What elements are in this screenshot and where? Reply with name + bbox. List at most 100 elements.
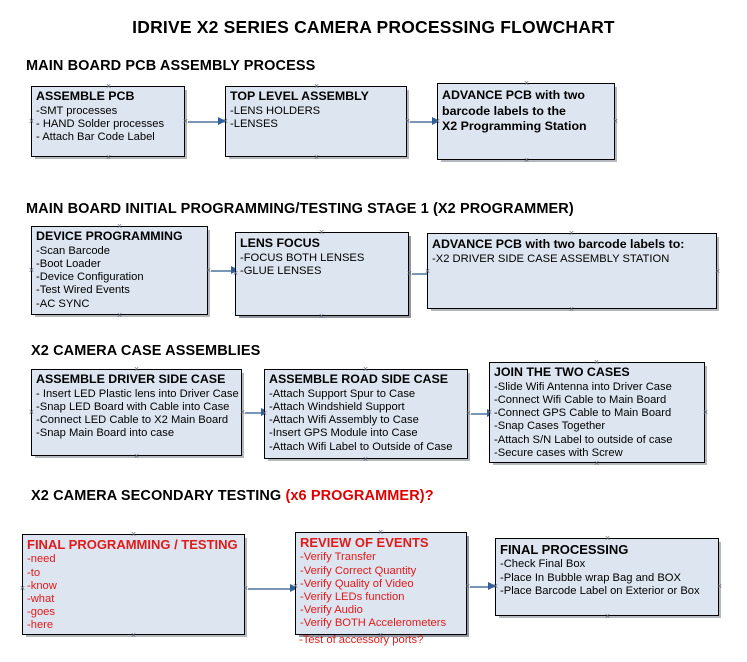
connector-handle[interactable]: [130, 531, 137, 538]
arrow-final-programming-to-review: [248, 584, 298, 593]
node-line: -Test Wired Events: [36, 284, 130, 297]
node-title: JOIN THE TWO CASES: [494, 365, 630, 379]
connector-handle[interactable]: [424, 268, 431, 275]
section-heading-note: (x6 PROGRAMMER)?: [285, 488, 434, 504]
node-review-of-events[interactable]: REVIEW OF EVENTS -Verify Transfer -Verif…: [295, 532, 467, 635]
node-title: TOP LEVEL ASSEMBLY: [230, 89, 369, 103]
node-line: -LENS HOLDERS: [230, 104, 321, 117]
connector-handle[interactable]: [28, 267, 35, 274]
connector-handle[interactable]: [133, 366, 140, 373]
connector-handle[interactable]: [486, 409, 493, 416]
connector-handle[interactable]: [313, 154, 320, 161]
node-line: -SMT processes: [36, 104, 118, 117]
node-title: ASSEMBLE DRIVER SIDE CASE: [36, 372, 226, 386]
connector-handle[interactable]: [19, 585, 26, 592]
connector-handle[interactable]: [568, 230, 575, 237]
connector-handle[interactable]: [362, 366, 369, 373]
connector-handle[interactable]: [714, 268, 721, 275]
node-final-programming-testing[interactable]: FINAL PROGRAMMING / TESTING -need -to -k…: [22, 534, 245, 635]
node-line: -Scan Barcode: [36, 244, 111, 257]
node-line: -LENSES: [230, 117, 278, 130]
connector-handle[interactable]: [222, 118, 229, 125]
node-line: -Verify Audio: [300, 604, 363, 617]
connector-handle[interactable]: [318, 229, 325, 236]
node-join-the-two-cases[interactable]: JOIN THE TWO CASES -Slide Wifi Antenna i…: [489, 362, 705, 463]
node-line: - HAND Solder processes: [36, 117, 165, 130]
node-line: -Verify BOTH Accelerometers: [300, 617, 447, 630]
connector-handle[interactable]: [105, 83, 112, 90]
section-heading-text: MAIN BOARD INITIAL PROGRAMMING/TESTING S…: [26, 201, 574, 217]
node-title: REVIEW OF EVENTS: [300, 535, 429, 550]
connector-handle[interactable]: [568, 306, 575, 313]
connector-handle[interactable]: [593, 460, 600, 467]
connector-handle[interactable]: [523, 157, 530, 164]
connector-handle[interactable]: [261, 410, 268, 417]
node-line: -X2 DRIVER SIDE CASE ASSEMBLY STATION: [432, 252, 670, 265]
connector-handle[interactable]: [593, 359, 600, 366]
node-line: -Connect Wifi Cable to Main Board: [494, 393, 667, 406]
node-line: -Attach Support Spur to Case: [269, 387, 416, 400]
node-line: -GLUE LENSES: [240, 264, 322, 277]
node-title: ASSEMBLE PCB: [36, 89, 135, 103]
arrow-assemble-pcb-to-top-level: [188, 117, 226, 126]
node-line: -goes: [27, 606, 55, 619]
connector-handle[interactable]: [116, 223, 123, 230]
connector-handle[interactable]: [318, 313, 325, 320]
node-lens-focus[interactable]: LENS FOCUS -FOCUS BOTH LENSES -GLUE LENS…: [235, 232, 409, 316]
connector-handle[interactable]: [604, 613, 611, 620]
connector-handle[interactable]: [130, 632, 137, 639]
node-line: -Place Barcode Label on Exterior or Box: [500, 584, 700, 597]
node-line: - Insert LED Plastic lens into Driver Ca…: [36, 387, 239, 400]
node-line: -here: [27, 619, 54, 632]
connector-handle[interactable]: [716, 583, 723, 590]
connector-handle[interactable]: [232, 270, 239, 277]
connector-handle[interactable]: [133, 453, 140, 460]
node-line: -AC SYNC: [36, 297, 90, 310]
node-device-programming[interactable]: DEVICE PROGRAMMING -Scan Barcode -Boot L…: [31, 226, 208, 315]
node-overflow-line: -Test of accessory ports?: [299, 634, 424, 646]
node-advance-pcb-driver-side[interactable]: ADVANCE PCB with two barcode labels to: …: [427, 233, 717, 309]
section-heading-text: X2 CAMERA CASE ASSEMBLIES: [31, 343, 261, 359]
connector-handle[interactable]: [523, 80, 530, 87]
connector-handle[interactable]: [105, 154, 112, 161]
connector-handle[interactable]: [28, 118, 35, 125]
node-top-level-assembly[interactable]: TOP LEVEL ASSEMBLY -LENS HOLDERS -LENSES: [225, 86, 407, 157]
section-heading-pcb-assembly: MAIN BOARD PCB ASSEMBLY PROCESS: [26, 58, 315, 74]
connector-handle[interactable]: [116, 312, 123, 319]
connector-handle[interactable]: [377, 632, 384, 639]
node-title: ADVANCE PCB with two: [442, 88, 585, 102]
connector-handle[interactable]: [492, 583, 499, 590]
connector-handle[interactable]: [434, 118, 441, 125]
node-line: -know: [27, 579, 57, 592]
section-heading-case-assemblies: X2 CAMERA CASE ASSEMBLIES: [31, 343, 260, 359]
connector-handle[interactable]: [604, 535, 611, 542]
node-line: X2 Programming Station: [442, 119, 587, 134]
node-assemble-road-side-case[interactable]: ASSEMBLE ROAD SIDE CASE -Attach Support …: [264, 369, 468, 459]
node-line: -to: [27, 566, 41, 579]
node-line: -Attach Wifi Label to Outside of Case: [269, 440, 453, 453]
connector-handle[interactable]: [377, 529, 384, 536]
node-line: -Attach Windshield Support: [269, 400, 405, 413]
node-title: LENS FOCUS: [240, 236, 320, 250]
node-line: -Connect GPS Cable to Main Board: [494, 407, 672, 420]
node-advance-pcb-x2-station[interactable]: ADVANCE PCB with two barcode labels to t…: [437, 83, 615, 160]
node-line: -Place In Bubble wrap Bag and BOX: [500, 571, 681, 584]
connector-handle[interactable]: [702, 409, 709, 416]
connector-handle[interactable]: [28, 409, 35, 416]
node-final-processing[interactable]: FINAL PROCESSING -Check Final Box -Place…: [495, 538, 719, 616]
connector-handle[interactable]: [612, 118, 619, 125]
node-line: -Verify LEDs function: [300, 590, 405, 603]
connector-handle[interactable]: [313, 83, 320, 90]
page-title: IDRIVE X2 SERIES CAMERA PROCESSING FLOWC…: [132, 17, 615, 37]
connector-handle[interactable]: [292, 583, 299, 590]
node-line: -Snap Cases Together: [494, 420, 606, 433]
node-line: -Insert GPS Module into Case: [269, 427, 418, 440]
connector-handle[interactable]: [362, 456, 369, 463]
node-assemble-pcb[interactable]: ASSEMBLE PCB -SMT processes - HAND Solde…: [31, 86, 185, 157]
node-line: -Connect LED Cable to X2 Main Board: [36, 414, 229, 427]
node-line: -Check Final Box: [500, 558, 586, 571]
node-assemble-driver-side-case[interactable]: ASSEMBLE DRIVER SIDE CASE - Insert LED P…: [31, 369, 242, 456]
node-line: -Secure cases with Screw: [494, 446, 623, 459]
section-heading-initial-programming: MAIN BOARD INITIAL PROGRAMMING/TESTING S…: [26, 201, 574, 217]
